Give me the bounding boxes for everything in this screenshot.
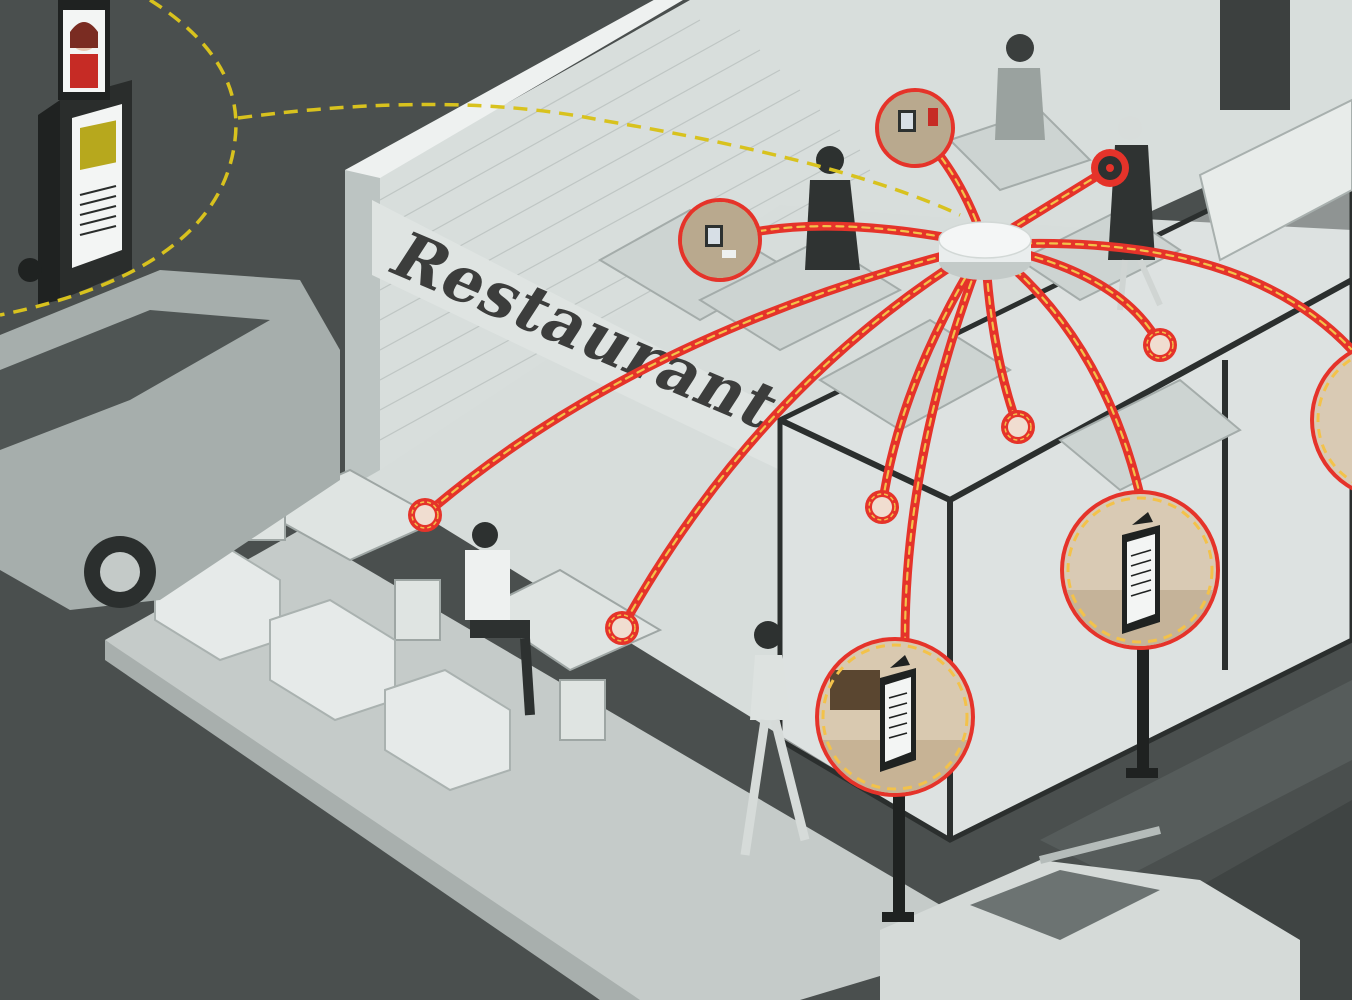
car-left bbox=[0, 270, 340, 610]
tablet-pos-icon bbox=[875, 88, 955, 168]
table-beacon-icon bbox=[408, 498, 442, 532]
kiosk-screen-block bbox=[80, 120, 116, 170]
car-bottom bbox=[880, 826, 1300, 1000]
table-beacon-icon bbox=[1143, 328, 1177, 362]
back-wall bbox=[380, 0, 1352, 470]
person-seated-man bbox=[995, 34, 1045, 140]
card-payment-icon bbox=[1091, 149, 1129, 187]
facade-sign-panel bbox=[372, 200, 780, 470]
person-businessman-seated bbox=[465, 522, 535, 716]
glass-mullion bbox=[948, 277, 1352, 503]
person-walking-woman bbox=[740, 621, 810, 856]
menu-stand-icon bbox=[1060, 490, 1220, 778]
left-facade bbox=[345, 170, 380, 490]
network-hub-icon bbox=[938, 221, 1032, 280]
menu-stand-icon bbox=[815, 637, 975, 922]
back-door bbox=[1220, 0, 1290, 110]
tablet-pos-icon bbox=[678, 198, 762, 282]
service-counter bbox=[1198, 98, 1352, 262]
wireless-link-to-hub bbox=[237, 102, 961, 217]
table-beacon-icon bbox=[1001, 410, 1035, 444]
table-beacons bbox=[408, 328, 1177, 645]
table-beacon-icon bbox=[865, 490, 899, 524]
table-beacon-icon bbox=[605, 611, 639, 645]
sidewalk-edge bbox=[105, 640, 640, 1000]
parking-lot bbox=[1040, 680, 1352, 880]
network-links-dash bbox=[423, 126, 1352, 642]
facade-roofline bbox=[345, 0, 683, 178]
remote-kiosk-icon bbox=[18, 0, 132, 305]
wireless-link-boundary bbox=[0, 0, 238, 317]
